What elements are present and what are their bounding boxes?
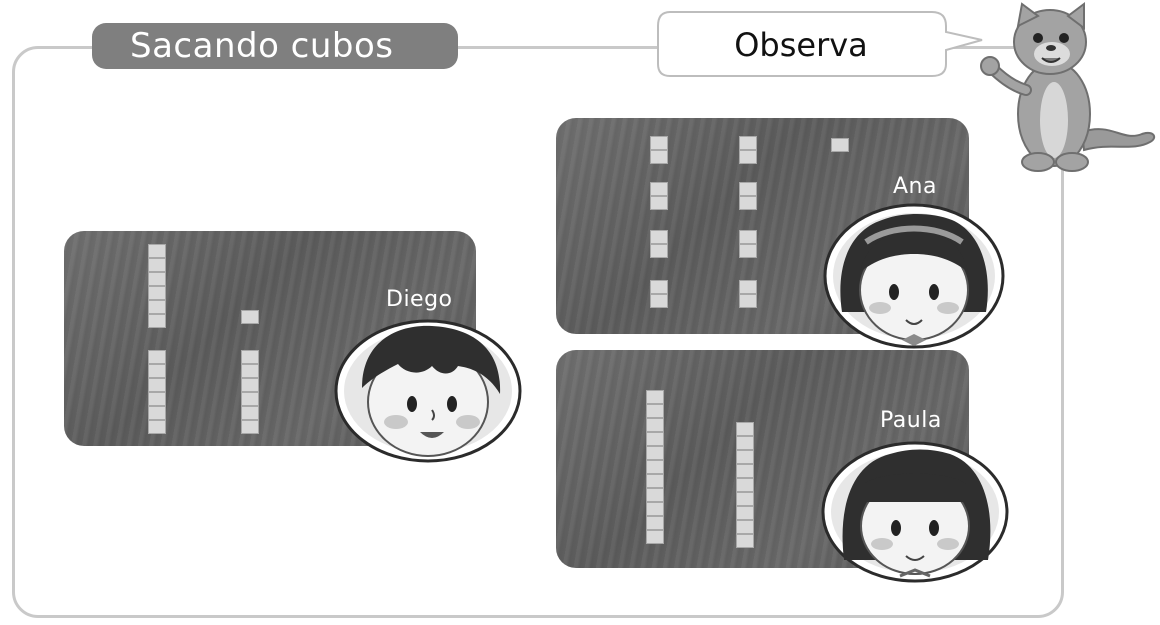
cube (650, 244, 668, 258)
cube (736, 492, 754, 506)
cube (646, 530, 664, 544)
cube (739, 244, 757, 258)
cube (650, 280, 668, 294)
ana-avatar (823, 203, 1005, 349)
cube (739, 196, 757, 210)
cube (148, 350, 166, 364)
cube (148, 244, 166, 258)
cube (831, 138, 849, 152)
activity-title: Sacando cubos (92, 23, 458, 69)
cube (646, 418, 664, 432)
cube (650, 294, 668, 308)
cube (646, 516, 664, 530)
cube (241, 310, 259, 324)
cube (650, 150, 668, 164)
cube (646, 488, 664, 502)
diego-avatar (334, 319, 522, 463)
cube (148, 286, 166, 300)
cube (736, 520, 754, 534)
cube (739, 136, 757, 150)
cube (739, 294, 757, 308)
speech-bubble-text: Observa (734, 26, 868, 64)
cube (148, 364, 166, 378)
cube (148, 300, 166, 314)
speech-bubble: Observa (656, 10, 986, 80)
cube (739, 280, 757, 294)
cube (646, 446, 664, 460)
cube (646, 432, 664, 446)
cube (646, 390, 664, 404)
cube (736, 436, 754, 450)
cube (241, 392, 259, 406)
cube (650, 182, 668, 196)
child-name-diego: Diego (386, 287, 453, 312)
cube (646, 404, 664, 418)
cube (241, 378, 259, 392)
activity-frame (12, 46, 1064, 618)
cube (241, 406, 259, 420)
speech-bubble-shape (657, 11, 983, 77)
cube (646, 460, 664, 474)
cube (646, 474, 664, 488)
cube (241, 420, 259, 434)
cube (739, 230, 757, 244)
cube (148, 314, 166, 328)
cube (148, 378, 166, 392)
cube (148, 420, 166, 434)
paula-avatar (821, 441, 1009, 583)
cube (736, 464, 754, 478)
cube (736, 478, 754, 492)
cube (148, 258, 166, 272)
cube (241, 350, 259, 364)
cube (241, 364, 259, 378)
cube (739, 182, 757, 196)
cube (646, 502, 664, 516)
cube (650, 196, 668, 210)
cube (736, 534, 754, 548)
cat-mascot-illustration (980, 2, 1156, 172)
cube (736, 422, 754, 436)
cube (148, 392, 166, 406)
cube (736, 506, 754, 520)
cube (148, 272, 166, 286)
cube (148, 406, 166, 420)
cube (650, 230, 668, 244)
child-name-ana: Ana (893, 174, 937, 199)
cube (736, 450, 754, 464)
child-name-paula: Paula (880, 408, 942, 433)
cube (739, 150, 757, 164)
cube (650, 136, 668, 150)
